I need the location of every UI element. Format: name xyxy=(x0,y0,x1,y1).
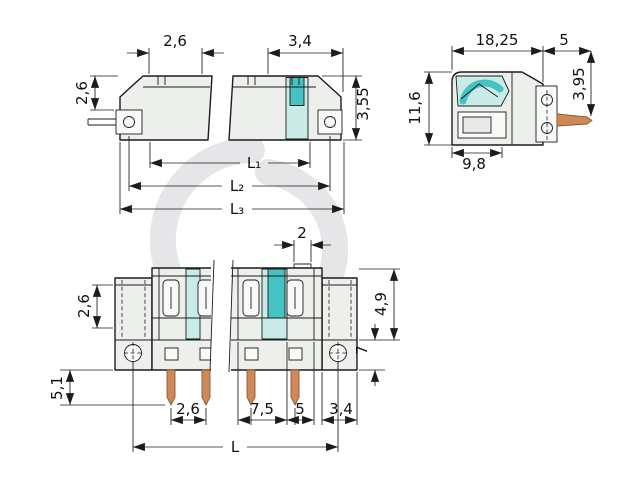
dim-front-notch: 2 xyxy=(297,224,307,242)
end-lower-opening-inner xyxy=(462,116,492,134)
dim-end-base-depth: 9,8 xyxy=(462,155,486,173)
dim-end-depth: 18,25 xyxy=(476,31,519,49)
dim-end-pin-length: 5 xyxy=(559,31,569,49)
side-body-details xyxy=(87,76,316,126)
front-view xyxy=(114,258,358,406)
front-top-notch xyxy=(293,263,312,268)
side-clamp-left-hole xyxy=(123,116,135,128)
dim-side-pitch: 2,6 xyxy=(163,32,187,50)
front-housing-lines xyxy=(115,268,357,341)
dim-side-right-height: 3,55 xyxy=(354,87,372,120)
dim-end-height: 11,6 xyxy=(406,91,424,124)
dim-front-pin-length: 5,1 xyxy=(48,376,66,400)
front-solder-pins xyxy=(166,369,300,406)
end-contact-line xyxy=(460,83,499,100)
front-break-symbol xyxy=(209,258,234,373)
dim-side-l1: L₁ xyxy=(247,154,261,172)
dim-front-pin-pitch: 2,6 xyxy=(176,400,200,418)
dim-front-span-small: 5 xyxy=(295,400,305,418)
front-view-dimensions: 2 2,6 4,9 7 5,1 2,6 7,5 5 3,4 xyxy=(48,224,400,456)
end-view xyxy=(451,71,593,146)
dim-front-flange-width: 3,4 xyxy=(329,400,353,418)
dim-front-upper-height: 2,6 xyxy=(75,294,93,318)
dim-front-body-height: 4,9 xyxy=(372,292,390,316)
dim-front-span-mid: 7,5 xyxy=(250,400,274,418)
side-view-dimensions: 2,6 3,4 2,6 3,55 L₁ L₂ L₃ xyxy=(73,32,372,218)
side-view xyxy=(87,75,343,141)
side-clamp-right-hole xyxy=(324,116,336,128)
dim-front-base-height: 7 xyxy=(353,345,371,355)
end-solder-pin xyxy=(556,113,593,127)
dim-front-total-length: L xyxy=(231,438,240,456)
front-pole-openings xyxy=(162,279,304,317)
end-contact-spring xyxy=(459,79,504,105)
side-highlight-bright xyxy=(289,77,305,106)
dim-side-end-width: 3,4 xyxy=(288,32,312,50)
front-flange-details xyxy=(121,280,352,364)
dim-side-l2: L₂ xyxy=(230,177,244,195)
dim-side-top-height: 2,6 xyxy=(73,81,91,105)
dim-side-l3: L₃ xyxy=(230,200,244,218)
dim-end-pin-offset: 3,95 xyxy=(570,67,588,100)
end-view-dimensions: 18,25 5 3,95 11,6 9,8 xyxy=(406,31,596,173)
